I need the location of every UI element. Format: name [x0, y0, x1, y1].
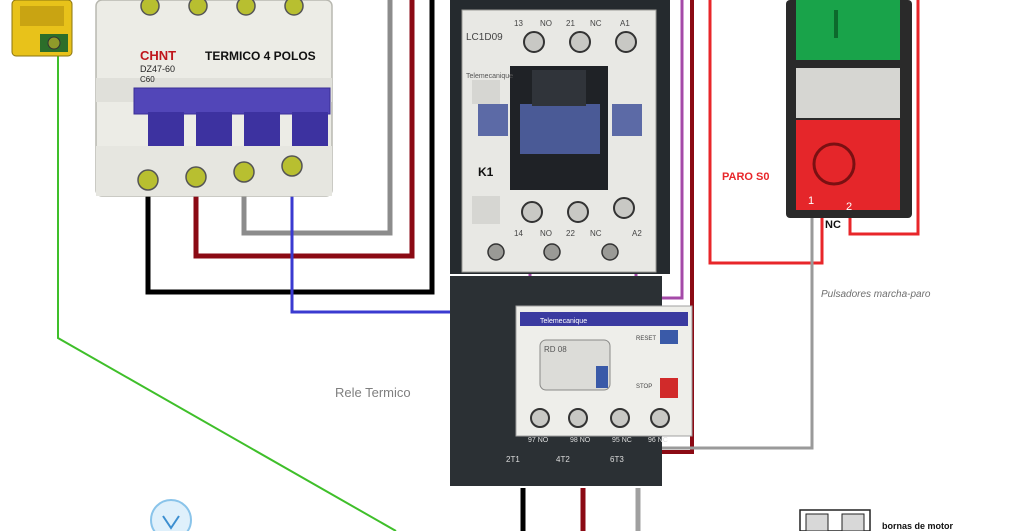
relay-contact-98: 98 NO	[570, 437, 591, 444]
contactor-terminal-21: 21	[566, 19, 575, 28]
screw-terminal-icon	[650, 408, 670, 428]
terminal-block	[11, 0, 73, 57]
stop-label: PARO S0	[722, 171, 769, 183]
contactor-brand: Telemecanique	[466, 73, 513, 80]
contactor-tag: K1	[478, 165, 494, 179]
wire-gray-stop	[660, 204, 814, 450]
breaker-title: TERMICO 4 POLOS	[205, 49, 316, 63]
screw-terminal-icon	[613, 197, 635, 219]
contactor-terminal-a2: A2	[632, 229, 642, 238]
screw-terminal-icon	[185, 166, 207, 188]
buttons-caption: Pulsadores marcha-paro	[821, 289, 931, 300]
contactor-terminal-no-top: NO	[540, 19, 552, 28]
screw-terminal-icon	[284, 0, 304, 16]
wire-green-earth	[57, 40, 397, 531]
lamp-icon	[150, 499, 192, 531]
screw-terminal-icon	[521, 201, 543, 223]
screw-terminal-icon	[487, 243, 505, 261]
relay-reset-label: RESET	[636, 336, 656, 342]
screw-terminal-icon	[233, 161, 255, 183]
screw-terminal-icon	[281, 155, 303, 177]
wire-red-stop	[708, 0, 824, 265]
wire-red-stop-2	[848, 0, 920, 236]
contactor-k1: LC1D09 Telemecanique K1 13 NO 21 NC A1 1…	[450, 0, 670, 274]
relay-output-4t2: 4T2	[556, 455, 570, 464]
wire-darkred-l2	[193, 0, 415, 259]
relay-model: RD 08	[544, 345, 567, 354]
contactor-terminal-22: 22	[566, 229, 575, 238]
relay-output-6t3: 6T3	[610, 455, 624, 464]
relay-contact-97: 97 NO	[528, 437, 549, 444]
breaker-terminals-top	[140, 0, 304, 16]
screw-terminal-icon	[140, 0, 160, 16]
breaker-terminals-bottom	[137, 155, 303, 191]
relay-caption: Rele Termico	[335, 385, 411, 400]
screw-terminal-icon	[615, 31, 637, 53]
green-start-button-icon	[796, 0, 900, 60]
screw-terminal-icon	[523, 31, 545, 53]
button-terminal-2: 2	[846, 201, 852, 213]
screw-terminal-icon	[568, 408, 588, 428]
screw-terminal-icon	[569, 31, 591, 53]
motor-caption: bornas de motor	[882, 521, 954, 531]
contactor-terminal-no-bottom: NO	[540, 229, 552, 238]
screw-terminal-icon	[188, 0, 208, 16]
wire-black-l1	[145, 0, 435, 295]
contactor-terminal-13: 13	[514, 19, 523, 28]
screw-terminal-icon	[543, 243, 561, 261]
screw-terminal-icon	[137, 169, 159, 191]
wire-gray-l3	[241, 0, 393, 236]
button-contact-nc: NC	[825, 219, 841, 231]
screw-terminal-icon	[610, 408, 630, 428]
contactor-terminal-14: 14	[514, 229, 523, 238]
relay-output-2t1: 2T1	[506, 455, 520, 464]
relay-brand: Telemecanique	[540, 318, 587, 325]
screw-terminal-icon	[530, 408, 550, 428]
contactor-terminal-a1: A1	[620, 19, 630, 28]
pushbutton-station: 1 2	[786, 0, 912, 218]
screw-terminal-icon	[601, 243, 619, 261]
breaker-brand: CHNT	[140, 48, 176, 63]
motor-terminal-block	[799, 509, 871, 531]
button-terminal-1: 1	[808, 195, 814, 207]
relay-contact-96: 96 NC	[648, 437, 668, 444]
contactor-model: LC1D09	[466, 32, 503, 43]
screw-terminal-icon	[236, 0, 256, 16]
relay-stop-label: STOP	[636, 384, 652, 390]
circuit-breaker: CHNT DZ47-60 C60 TERMICO 4 POLOS	[95, 0, 333, 197]
breaker-model: DZ47-60	[140, 64, 175, 74]
contactor-terminal-nc-top: NC	[590, 19, 602, 28]
breaker-rating: C60	[140, 75, 155, 84]
screw-terminal-icon	[567, 201, 589, 223]
contactor-terminal-nc-bottom: NC	[590, 229, 602, 238]
thermal-relay: Telemecanique RD 08 RESET STOP 97 NO 98 …	[450, 276, 693, 486]
relay-contact-95: 95 NC	[612, 437, 632, 444]
